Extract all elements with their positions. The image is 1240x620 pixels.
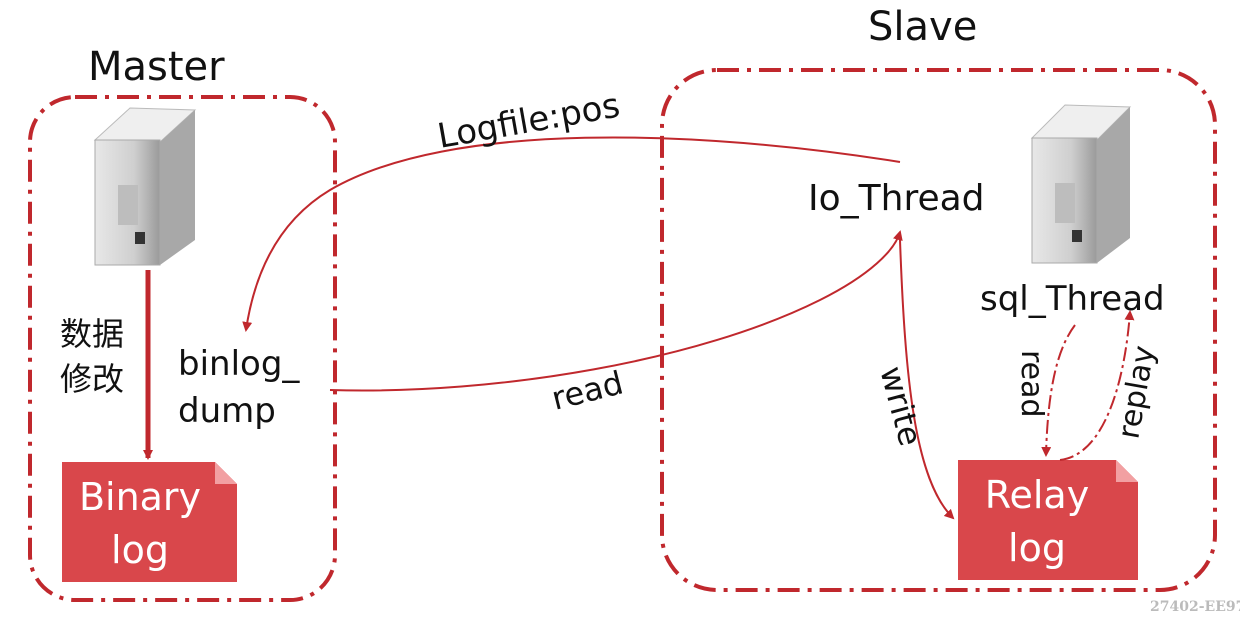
master-server-icon xyxy=(93,107,197,266)
watermark: 27402-EE97 xyxy=(1150,599,1240,615)
sql-thread-label: sql_Thread xyxy=(980,279,1165,319)
data-change-label-2: 修改 xyxy=(60,360,124,398)
slave-title: Slave xyxy=(868,4,977,50)
data-change-label: 数据 xyxy=(60,315,124,353)
relay-log-box: Relay log xyxy=(958,460,1138,580)
master-title: Master xyxy=(88,44,225,90)
svg-text:log: log xyxy=(111,528,169,572)
svg-text:Binary: Binary xyxy=(79,475,201,519)
read-relay-label: read xyxy=(1014,350,1049,418)
read-binlog-label: read xyxy=(548,363,627,417)
logfile-pos-label: Logfile:pos xyxy=(435,86,623,157)
write-arrow xyxy=(899,239,955,520)
svg-text:Relay: Relay xyxy=(985,473,1089,517)
read-relay-arrow xyxy=(1041,324,1076,457)
write-label: write xyxy=(872,362,930,450)
slave-server-icon xyxy=(1030,104,1132,264)
replay-label: replay xyxy=(1111,343,1162,441)
logfile-pos-arrow xyxy=(242,136,901,332)
binlog-dump-label-2: dump xyxy=(178,391,276,431)
binary-log-box: Binary log xyxy=(62,462,237,582)
read-binlog-arrow xyxy=(329,230,903,392)
svg-text:log: log xyxy=(1008,526,1066,570)
binlog-dump-label: binlog_ xyxy=(178,344,300,384)
io-thread-label: Io_Thread xyxy=(808,178,985,219)
master-group xyxy=(28,95,337,602)
slave-group xyxy=(660,68,1217,592)
